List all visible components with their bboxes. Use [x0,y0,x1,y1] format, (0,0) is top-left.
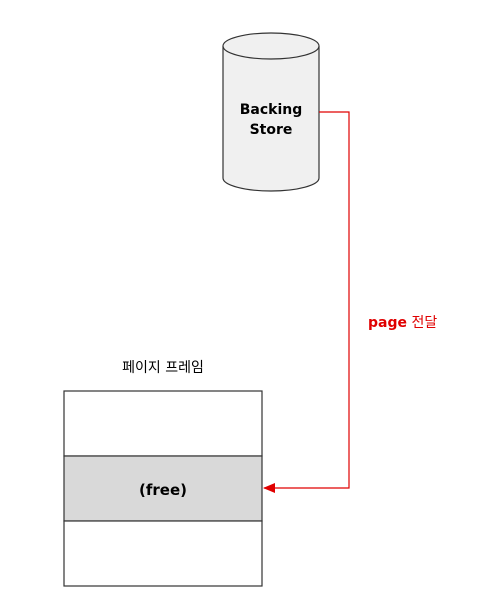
free-frame-label: (free) [139,481,187,499]
cylinder-body [222,46,320,192]
page-transfer-label: page 전달 [368,315,437,331]
backing-store-cylinder: Backing Store [222,32,320,192]
page-frame-stack: (free) [63,390,263,587]
page-frame-top [63,390,263,457]
cylinder-top [222,32,320,60]
backing-store-label-line1: Backing [240,102,303,118]
page-frames-title: 페이지 프레임 [122,360,204,376]
page-transfer-label-bold: page [368,315,407,331]
page-frame-bottom [63,520,263,587]
page-transfer-label-rest: 전달 [407,315,437,331]
page-transfer-arrow [263,111,350,493]
backing-store-label-line2: Store [250,122,293,138]
